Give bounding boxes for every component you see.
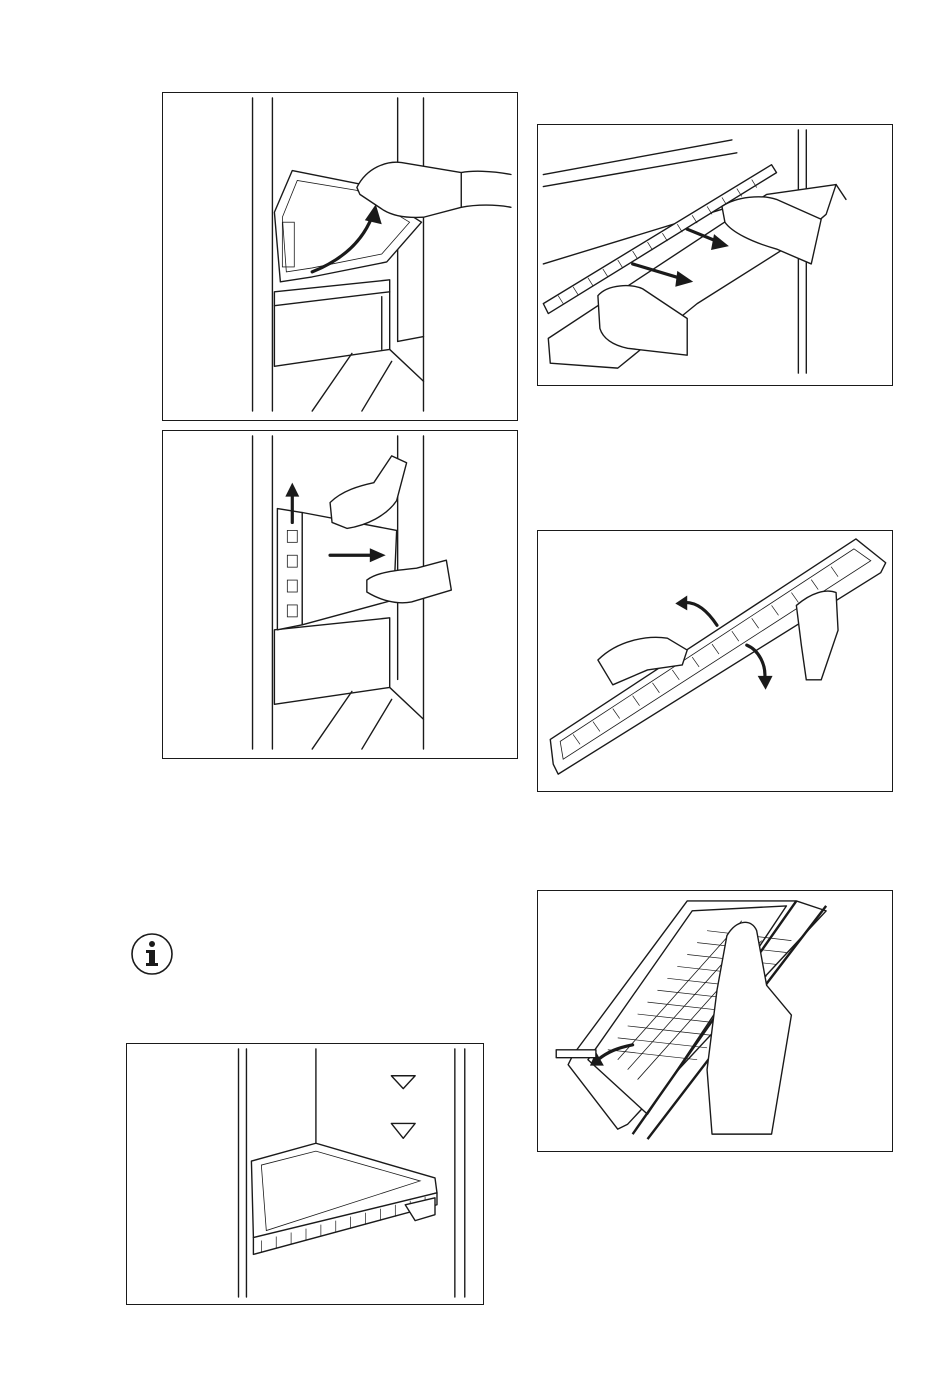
- info-icon: [130, 932, 174, 976]
- figure-lift-cover: [162, 92, 518, 421]
- hand-lifting-drawer-cover-icon: [163, 93, 517, 420]
- hand-removing-filter-insert-icon: [538, 891, 892, 1151]
- hands-sliding-out-cover-icon: [163, 431, 517, 758]
- figure-pull-filter: [537, 124, 893, 386]
- hands-rotating-filter-icon: [538, 531, 892, 791]
- figure-rotate-filter: [537, 530, 893, 792]
- figure-shelf-filter: [126, 1043, 484, 1305]
- figure-slide-cover: [162, 430, 518, 759]
- shelf-with-filter-icon: [127, 1044, 483, 1304]
- figure-remove-insert: [537, 890, 893, 1152]
- hands-pulling-filter-out-icon: [538, 125, 892, 385]
